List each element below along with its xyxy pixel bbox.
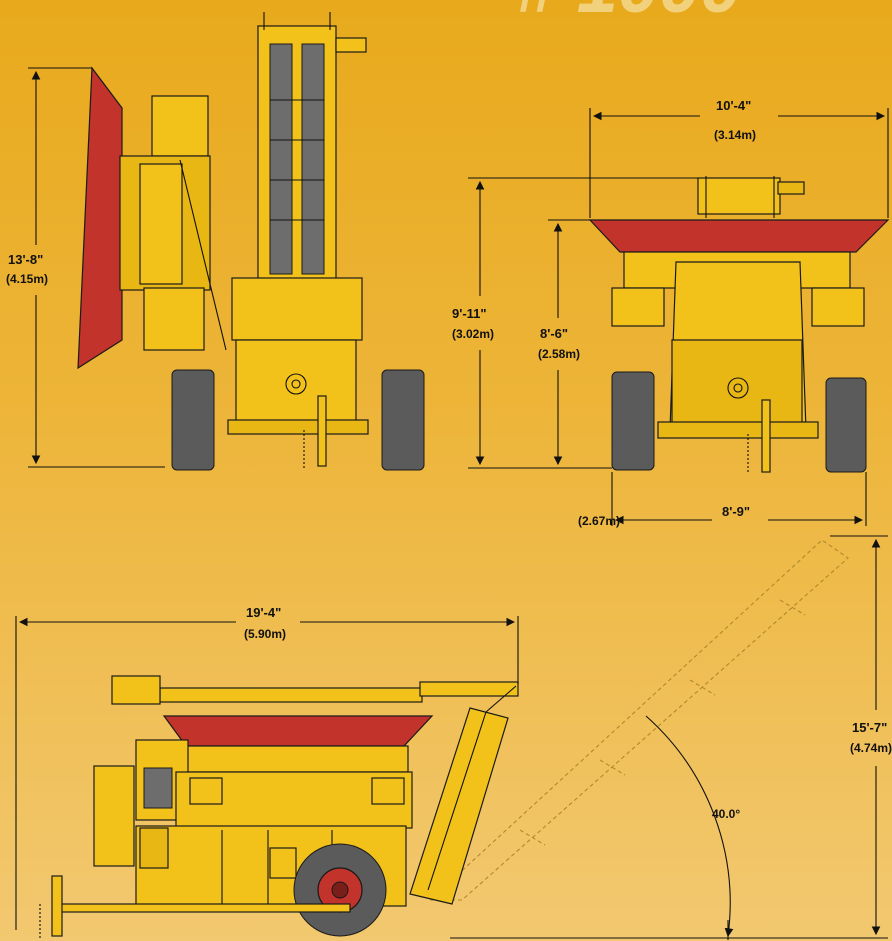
side-view-top-conveyor — [159, 687, 423, 703]
dim-side-conveyor-height-metric: (4.74m) — [850, 741, 892, 755]
rear-view-right-tire — [825, 377, 867, 473]
rear-view-left-tire — [611, 371, 655, 471]
dim-top-view-length-metric: (4.15m) — [6, 272, 48, 286]
rear-view-hopper — [588, 219, 890, 253]
top-view-lower-box — [143, 287, 205, 351]
dim-rear-hopper-height-imperial: 8'-6" — [540, 326, 568, 341]
dim-rear-hopper-height-metric: (2.58m) — [538, 347, 580, 361]
dim-rear-wheel-width: 8'-9" (2.67m) — [578, 472, 867, 528]
side-view-hopper — [162, 715, 434, 747]
dim-top-view-length: 13'-8" (4.15m) — [6, 67, 165, 468]
side-view-machine — [39, 675, 519, 940]
dim-top-view-length-imperial: 13'-8" — [8, 252, 43, 267]
dim-rear-wheel-width-imperial: 8'-9" — [722, 504, 750, 519]
top-view-upper-box — [151, 95, 209, 157]
side-view-rear-conveyor — [409, 707, 509, 905]
dim-side-length-metric: (5.90m) — [244, 627, 286, 641]
dim-side-length-imperial: 19'-4" — [246, 605, 281, 620]
dim-rear-wheel-width-metric: (2.67m) — [578, 514, 620, 528]
dim-conveyor-angle-value: 40.0° — [712, 807, 740, 821]
top-view-hopper — [77, 66, 123, 370]
rear-view-top-conveyor — [697, 177, 781, 215]
dim-rear-hopper-width-metric: (3.14m) — [714, 128, 756, 142]
dim-side-conveyor-height: 15'-7" (4.74m) — [450, 535, 892, 939]
dim-rear-total-height-imperial: 9'-11" — [452, 306, 487, 321]
top-view-left-tire — [171, 369, 215, 471]
dim-rear-total-height: 9'-11" (3.02m) — [452, 177, 698, 469]
dim-side-conveyor-height-imperial: 15'-7" — [852, 720, 887, 735]
dim-side-length: 19'-4" (5.90m) — [15, 605, 519, 930]
top-view-right-tire — [381, 369, 425, 471]
dim-rear-hopper-height: 8'-6" (2.58m) — [538, 219, 590, 466]
dim-conveyor-angle: 40.0° — [645, 715, 740, 940]
rear-view-machine — [588, 176, 890, 473]
dim-rear-hopper-width: 10'-4" (3.14m) — [589, 98, 889, 218]
dim-rear-total-height-metric: (3.02m) — [452, 327, 494, 341]
dim-rear-hopper-width-imperial: 10'-4" — [716, 98, 751, 113]
top-view-rear-body — [235, 339, 357, 425]
top-view-machine — [77, 12, 425, 471]
brand-watermark: # 1000 — [515, 0, 741, 28]
